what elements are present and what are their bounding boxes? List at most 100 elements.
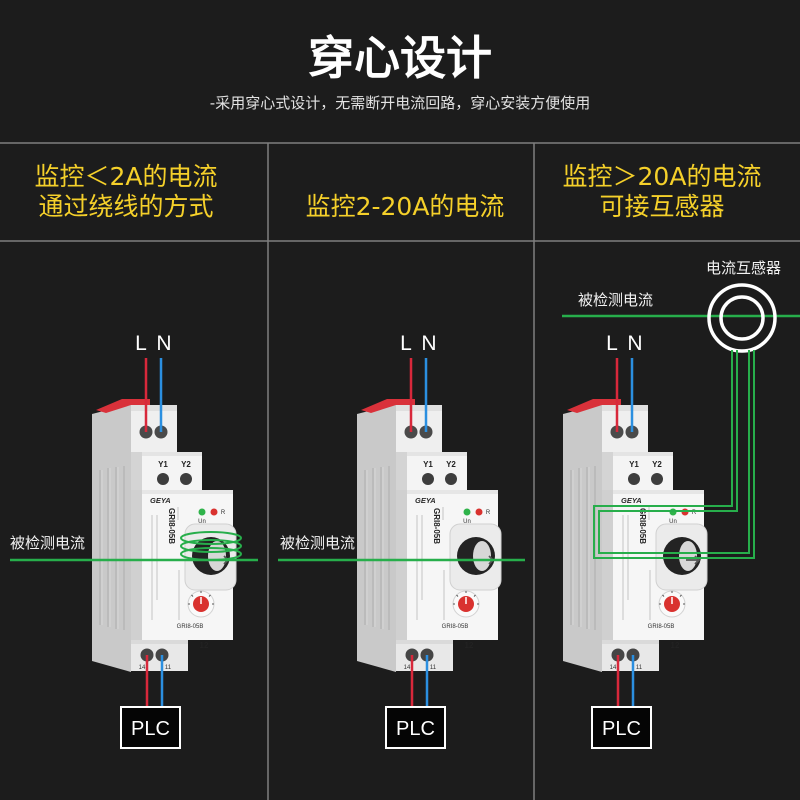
model-label: GRI8-05B <box>177 624 204 630</box>
knob-ticks <box>188 591 214 605</box>
relay-din-latch <box>96 399 150 413</box>
terminal-block-y <box>142 452 202 490</box>
relay-device: Y1 Y2 GEYA Un R GRI8-05B <box>357 399 502 672</box>
power-led <box>463 508 471 516</box>
terminal-block-top-edge <box>602 405 648 411</box>
column-3-current-label: 被检测电流 <box>578 291 653 309</box>
relay-side-panel <box>563 404 602 672</box>
terminal-block-top-edge <box>396 405 442 411</box>
fine-print <box>151 507 180 620</box>
relay-front-side <box>131 490 142 640</box>
relay-led-label: R <box>692 510 697 516</box>
brand-logo: GEYA <box>415 496 436 505</box>
column-1-heading-line-1: 监控＜2A的电流 <box>34 162 217 191</box>
terminal-label-12: 12 <box>465 641 474 650</box>
terminal-label-y1: Y1 <box>423 460 433 469</box>
relay-front-edge <box>142 490 233 494</box>
plc-box <box>591 706 652 749</box>
terminal-label-11: 11 <box>430 665 437 671</box>
column-2-wiring-unit: Y1 Y2 GEYA Un R GRI8-05B <box>357 332 502 749</box>
relay-din-latch <box>567 399 621 413</box>
coil-turn-3 <box>180 547 242 561</box>
coil-turn-2 <box>180 539 242 553</box>
terminal-block-bottom-edge <box>396 640 453 644</box>
terminal-label-y1: Y1 <box>629 460 639 469</box>
knob-ticks <box>453 591 479 605</box>
knob-ticks <box>659 591 685 605</box>
adjust-knob-icon <box>187 590 215 618</box>
terminal-screw-y1 <box>422 473 434 485</box>
transformer-inner-ring <box>719 295 765 341</box>
relay-device: Y1 Y2 GEYA Un R GRI8-05B <box>563 399 708 672</box>
terminal-label-y1: Y1 <box>158 460 168 469</box>
terminal-block-top-edge <box>131 405 177 411</box>
terminal-label-14: 14 <box>610 665 617 671</box>
terminal-label-12: 12 <box>200 641 209 650</box>
model-text-vertical: GRI8-05B <box>432 508 441 544</box>
relay-side-highlights <box>101 467 119 629</box>
model-text-vertical: GRI8-05B <box>638 508 647 544</box>
sensing-hole-icon <box>663 537 701 575</box>
power-led-label: Un <box>198 519 206 525</box>
plc-box <box>385 706 446 749</box>
terminal-label-y2: Y2 <box>446 460 456 469</box>
terminal-block-y-side <box>396 452 407 490</box>
monitored-current-layer: 被检测电流 被检测电流 被检测电流 电流互感器 <box>10 259 800 562</box>
terminal-screw-y2 <box>651 473 663 485</box>
page-title: 穿心设计 <box>308 31 492 85</box>
brand-logo: GEYA <box>150 496 171 505</box>
relay-led-label: R <box>221 510 226 516</box>
sensing-hole-core <box>208 541 226 571</box>
terminal-label-11: 11 <box>636 665 643 671</box>
column-3-wiring-unit: Y1 Y2 GEYA Un R GRI8-05B <box>563 332 708 749</box>
terminal-screw-y1 <box>157 473 169 485</box>
terminal-label-14: 14 <box>404 665 411 671</box>
relay-front-side <box>602 490 613 640</box>
relay-side-ridges <box>364 466 390 630</box>
sensing-hole-icon <box>457 537 495 575</box>
relay-led <box>475 508 483 516</box>
terminal-block-y-edge <box>613 452 673 456</box>
plc-box <box>120 706 181 749</box>
transformer-secondary-loop-outer <box>593 350 755 559</box>
terminal-label-14: 14 <box>139 665 146 671</box>
terminal-label-12: 12 <box>671 641 680 650</box>
fine-print <box>416 507 445 620</box>
relay-din-latch <box>361 399 415 413</box>
relay-led <box>210 508 218 516</box>
relay-front-edge <box>613 490 704 494</box>
relay-led-label: R <box>486 510 491 516</box>
column-3-heading-line-1: 监控＞20A的电流 <box>563 162 762 191</box>
power-led <box>198 508 206 516</box>
terminal-block-top <box>602 405 648 452</box>
terminal-screw-y1 <box>628 473 640 485</box>
current-transformer-label: 电流互感器 <box>706 259 781 277</box>
model-text-vertical: GRI8-05B <box>167 508 176 544</box>
terminal-label-11: 11 <box>165 665 172 671</box>
terminal-block-y-side <box>131 452 142 490</box>
terminal-screw-y2 <box>445 473 457 485</box>
column-1-winding-coil <box>180 531 242 561</box>
power-led-label: Un <box>463 519 471 525</box>
relay-side-panel <box>92 404 131 672</box>
column-2-heading-line-1: 监控2-20A的电流 <box>306 192 505 221</box>
terminal-block-bottom-edge <box>131 640 188 644</box>
terminal-screw-y2 <box>180 473 192 485</box>
plc-label: PLC <box>396 718 435 740</box>
plc-label: PLC <box>131 718 170 740</box>
column-1-heading-line-2: 通过绕线的方式 <box>38 192 213 221</box>
relay-side-ridges <box>99 466 125 630</box>
page-subtitle: -采用穿心式设计，无需断开电流回路，穿心安装方便使用 <box>210 94 590 112</box>
column-3-heading-line-2: 可接互感器 <box>599 192 724 221</box>
model-label: GRI8-05B <box>442 624 469 630</box>
terminal-block-y <box>407 452 467 490</box>
terminal-label-y2: Y2 <box>181 460 191 469</box>
terminal-label-y2: Y2 <box>652 460 662 469</box>
power-led-label: Un <box>669 519 677 525</box>
adjust-knob-icon <box>452 590 480 618</box>
terminal-block-top <box>396 405 442 452</box>
terminal-block-y-edge <box>407 452 467 456</box>
neutral-terminal-label: N <box>421 332 436 355</box>
relay-front-side <box>396 490 407 640</box>
